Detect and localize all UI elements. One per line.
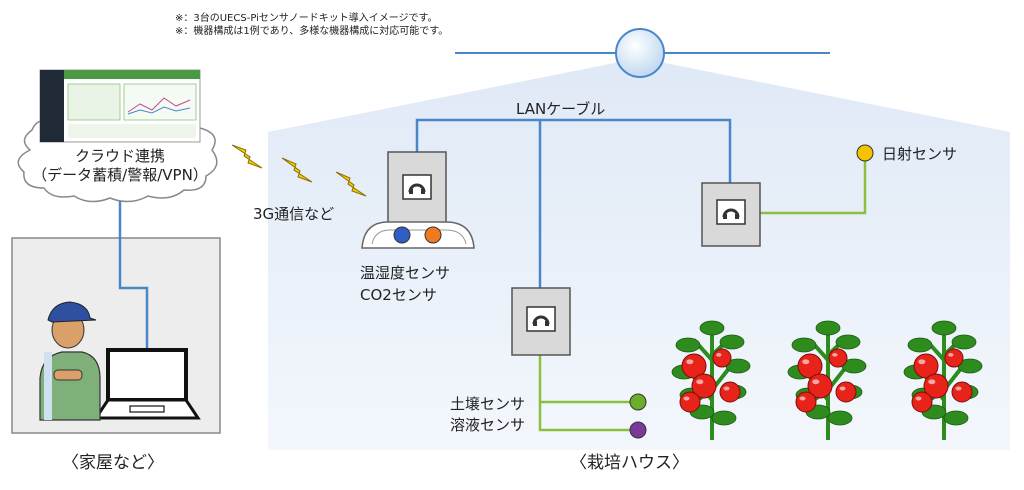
cloud-label-line1: クラウド連携: [74, 147, 165, 165]
cloud-label: クラウド連携 （データ蓄積/警報/VPN）: [20, 147, 220, 185]
farmer-icon: [39, 301, 101, 421]
note-line-1: ※：3台のUECS-Piセンサノードキット導入イメージです。: [175, 13, 438, 24]
solution-label: 溶液センサ: [450, 416, 526, 434]
co2-label: CO2センサ: [360, 286, 437, 304]
co2-sensor-dot: [424, 226, 442, 244]
soil-node: [511, 287, 647, 439]
solar-node: [701, 144, 874, 247]
humidity-sensor-dot: [393, 226, 411, 244]
greenhouse-caption: 〈栽培ハウス〉: [570, 453, 689, 473]
lan-cable-label: LANケーブル: [516, 100, 606, 118]
tomato-plant-icon: [903, 320, 983, 440]
tomato-plants: [671, 320, 983, 440]
uecs-node-icon: [716, 199, 746, 225]
cloud-label-line2: （データ蓄積/警報/VPN）: [32, 166, 208, 184]
laptop-icon: [93, 348, 201, 420]
temp-humidity-label: 温湿度センサ: [360, 264, 451, 282]
solar-sensor-dot: [856, 144, 874, 162]
soil-label: 土壌センサ: [450, 395, 526, 413]
note-line-2: ※：機器構成は1例であり、多様な機器構成に対応可能です。: [175, 26, 449, 37]
tomato-plant-icon: [671, 320, 751, 440]
tomato-plant-icon: [787, 320, 867, 440]
greenhouse-outline: [268, 58, 1010, 450]
dashboard-thumbnail: [39, 69, 201, 143]
sensor-wire-lines: [538, 160, 867, 432]
lan-cable-lines: [118, 118, 732, 350]
uecs-node-icon: [402, 174, 432, 200]
uecs-node-icon: [526, 306, 556, 332]
soil-sensor-dot: [629, 393, 647, 411]
home-caption: 〈家屋など〉: [62, 453, 164, 473]
solar-label: 日射センサ: [882, 145, 958, 163]
comm-label: 3G通信など: [253, 205, 335, 223]
solution-sensor-dot: [629, 421, 647, 439]
ceiling-sensor-dome-icon: [455, 28, 830, 78]
temp-humidity-node: [361, 151, 475, 249]
lightning-icon: [231, 144, 367, 197]
